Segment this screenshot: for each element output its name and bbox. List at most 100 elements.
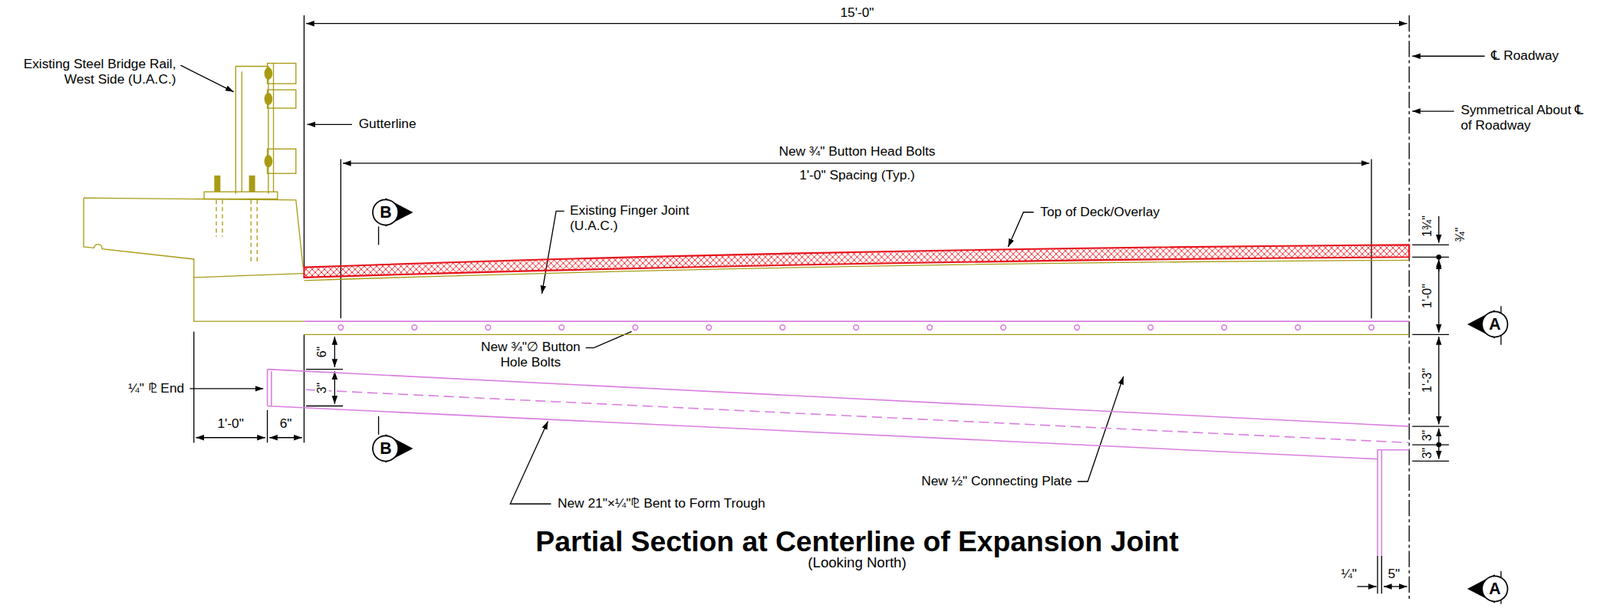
section-letter: A bbox=[1488, 315, 1501, 335]
new-steel-plates-part bbox=[780, 325, 786, 331]
dimension-label: Symmetrical About ℄ of Roadway bbox=[1458, 102, 1593, 134]
new-steel-plates-part bbox=[267, 369, 1410, 460]
new-steel-plates-part bbox=[306, 389, 1410, 443]
new-steel-plates-part bbox=[706, 325, 712, 331]
dimension-lines-part bbox=[1438, 261, 1439, 333]
dimension-label: ℄ Roadway bbox=[1489, 48, 1561, 64]
new-steel-plates-part bbox=[927, 325, 933, 331]
bridge-rail-bolts-part bbox=[264, 154, 274, 168]
section-circle bbox=[1481, 311, 1508, 337]
bridge-rail-part bbox=[256, 200, 258, 262]
section-marker: B bbox=[371, 430, 417, 468]
dimension-label: 3" bbox=[1420, 445, 1435, 461]
dimension-label: 6" bbox=[315, 345, 330, 360]
dimension-label: New 21"×¼"⅊ Bent to Form Trough bbox=[556, 496, 768, 512]
bridge-rail-bolts-part bbox=[264, 92, 274, 106]
leader-lines-part bbox=[1007, 212, 1034, 247]
new-steel-plates-part bbox=[559, 325, 565, 331]
dimension-lines-part bbox=[306, 405, 343, 407]
bridge-rail-bolts-part bbox=[213, 175, 221, 192]
centerline bbox=[1409, 15, 1410, 603]
bridge-rail-part bbox=[303, 334, 1410, 336]
dimension-dots-part bbox=[1435, 254, 1442, 261]
dimension-label: 1'-0" bbox=[1420, 282, 1435, 310]
bridge-rail-bolts bbox=[213, 67, 273, 192]
new-steel-plates-part bbox=[1148, 325, 1154, 331]
dimension-label: New ¾" Button Head Bolts bbox=[776, 144, 937, 160]
dimension-label: Top of Deck/Overlay bbox=[1038, 204, 1162, 221]
dimension-lines-part bbox=[266, 410, 268, 444]
dimension-lines-part bbox=[340, 159, 342, 320]
drawing-title: Partial Section at Centerline of Expansi… bbox=[533, 525, 1180, 559]
new-steel-plates-part bbox=[632, 325, 639, 331]
dimension-label: 6" bbox=[278, 416, 294, 432]
new-steel-plates-part bbox=[303, 320, 1410, 323]
bridge-rail-part bbox=[235, 66, 269, 195]
new-steel-plates-part bbox=[485, 325, 491, 331]
dimension-lines-part bbox=[1412, 444, 1449, 445]
new-steel-plates-part bbox=[1377, 450, 1410, 557]
dimension-lines-part bbox=[1438, 428, 1439, 444]
bridge-rail-part bbox=[83, 197, 304, 322]
dimension-lines-part bbox=[1412, 256, 1449, 258]
dimension-label: 3" bbox=[315, 380, 330, 396]
deck-overlay bbox=[303, 244, 1410, 278]
dimension-label: ¼" bbox=[1339, 566, 1359, 583]
dimension-lines-part bbox=[303, 334, 305, 443]
dimension-lines-part bbox=[303, 15, 305, 268]
leader-lines-part bbox=[541, 210, 564, 294]
section-marker-symbol bbox=[1464, 570, 1510, 608]
section-marker-symbol bbox=[1464, 306, 1510, 343]
dimension-lines-part bbox=[334, 336, 336, 368]
section-letter: A bbox=[1488, 579, 1501, 599]
dimension-dots-part bbox=[1435, 442, 1442, 448]
section-circle bbox=[1481, 576, 1508, 602]
dimension-lines-part bbox=[1438, 216, 1439, 244]
bridge-rail-part bbox=[221, 200, 223, 238]
new-steel-plates-part bbox=[853, 325, 860, 331]
dimension-label: 1'-0" Spacing (Typ.) bbox=[797, 167, 917, 184]
section-letter: B bbox=[379, 202, 392, 222]
dimension-label: 1¾" bbox=[1420, 213, 1435, 239]
dimension-lines-part bbox=[1370, 159, 1372, 320]
dimension-lines-part bbox=[1438, 447, 1439, 460]
dimension-lines bbox=[194, 15, 1449, 594]
new-steel-plates-part bbox=[338, 325, 344, 331]
dimension-lines-part bbox=[1438, 336, 1439, 425]
dimension-label: New ¾"∅ Button Hole Bolts bbox=[477, 339, 583, 371]
bridge-rail-part bbox=[250, 200, 252, 262]
new-steel-plates-part bbox=[1074, 325, 1080, 331]
section-marker: B bbox=[371, 194, 417, 231]
dimension-lines-part bbox=[306, 368, 343, 370]
leader-lines-part bbox=[1412, 55, 1485, 57]
dimension-label: Existing Steel Bridge Rail, West Side (U… bbox=[0, 57, 178, 89]
section-marker: A bbox=[1464, 306, 1510, 343]
dimension-lines-part bbox=[1383, 586, 1408, 587]
bridge-rail-part bbox=[204, 191, 278, 199]
bridge-rail-part bbox=[241, 71, 243, 192]
dimension-dots bbox=[1435, 254, 1442, 448]
dimension-lines-part bbox=[1356, 586, 1377, 587]
drawing-caption: (Looking North) bbox=[806, 555, 908, 572]
leader-lines-part bbox=[180, 65, 234, 93]
dimension-lines-part bbox=[1412, 334, 1449, 336]
dimension-label: 1'-3" bbox=[1420, 366, 1435, 395]
new-steel-plates-part bbox=[411, 325, 418, 331]
dimension-lines-part bbox=[193, 331, 195, 443]
bridge-rail-part bbox=[273, 63, 274, 193]
dimension-lines-part bbox=[342, 162, 1370, 164]
dimension-lines-part bbox=[195, 437, 265, 438]
dimension-label: ¼" ⅊ End bbox=[126, 381, 186, 397]
new-steel-plates-part bbox=[1221, 325, 1228, 331]
new-steel-plates-part bbox=[1369, 325, 1375, 331]
leader-lines-part bbox=[378, 226, 379, 245]
dimension-label: Gutterline bbox=[357, 116, 419, 132]
leader-lines-part bbox=[586, 331, 633, 348]
dimension-lines-part bbox=[1412, 244, 1449, 246]
section-letter: B bbox=[379, 439, 392, 459]
dimension-label: 3" bbox=[1420, 428, 1435, 444]
dimension-label: ¾" bbox=[1453, 225, 1468, 244]
section-marker-symbol bbox=[371, 194, 417, 231]
